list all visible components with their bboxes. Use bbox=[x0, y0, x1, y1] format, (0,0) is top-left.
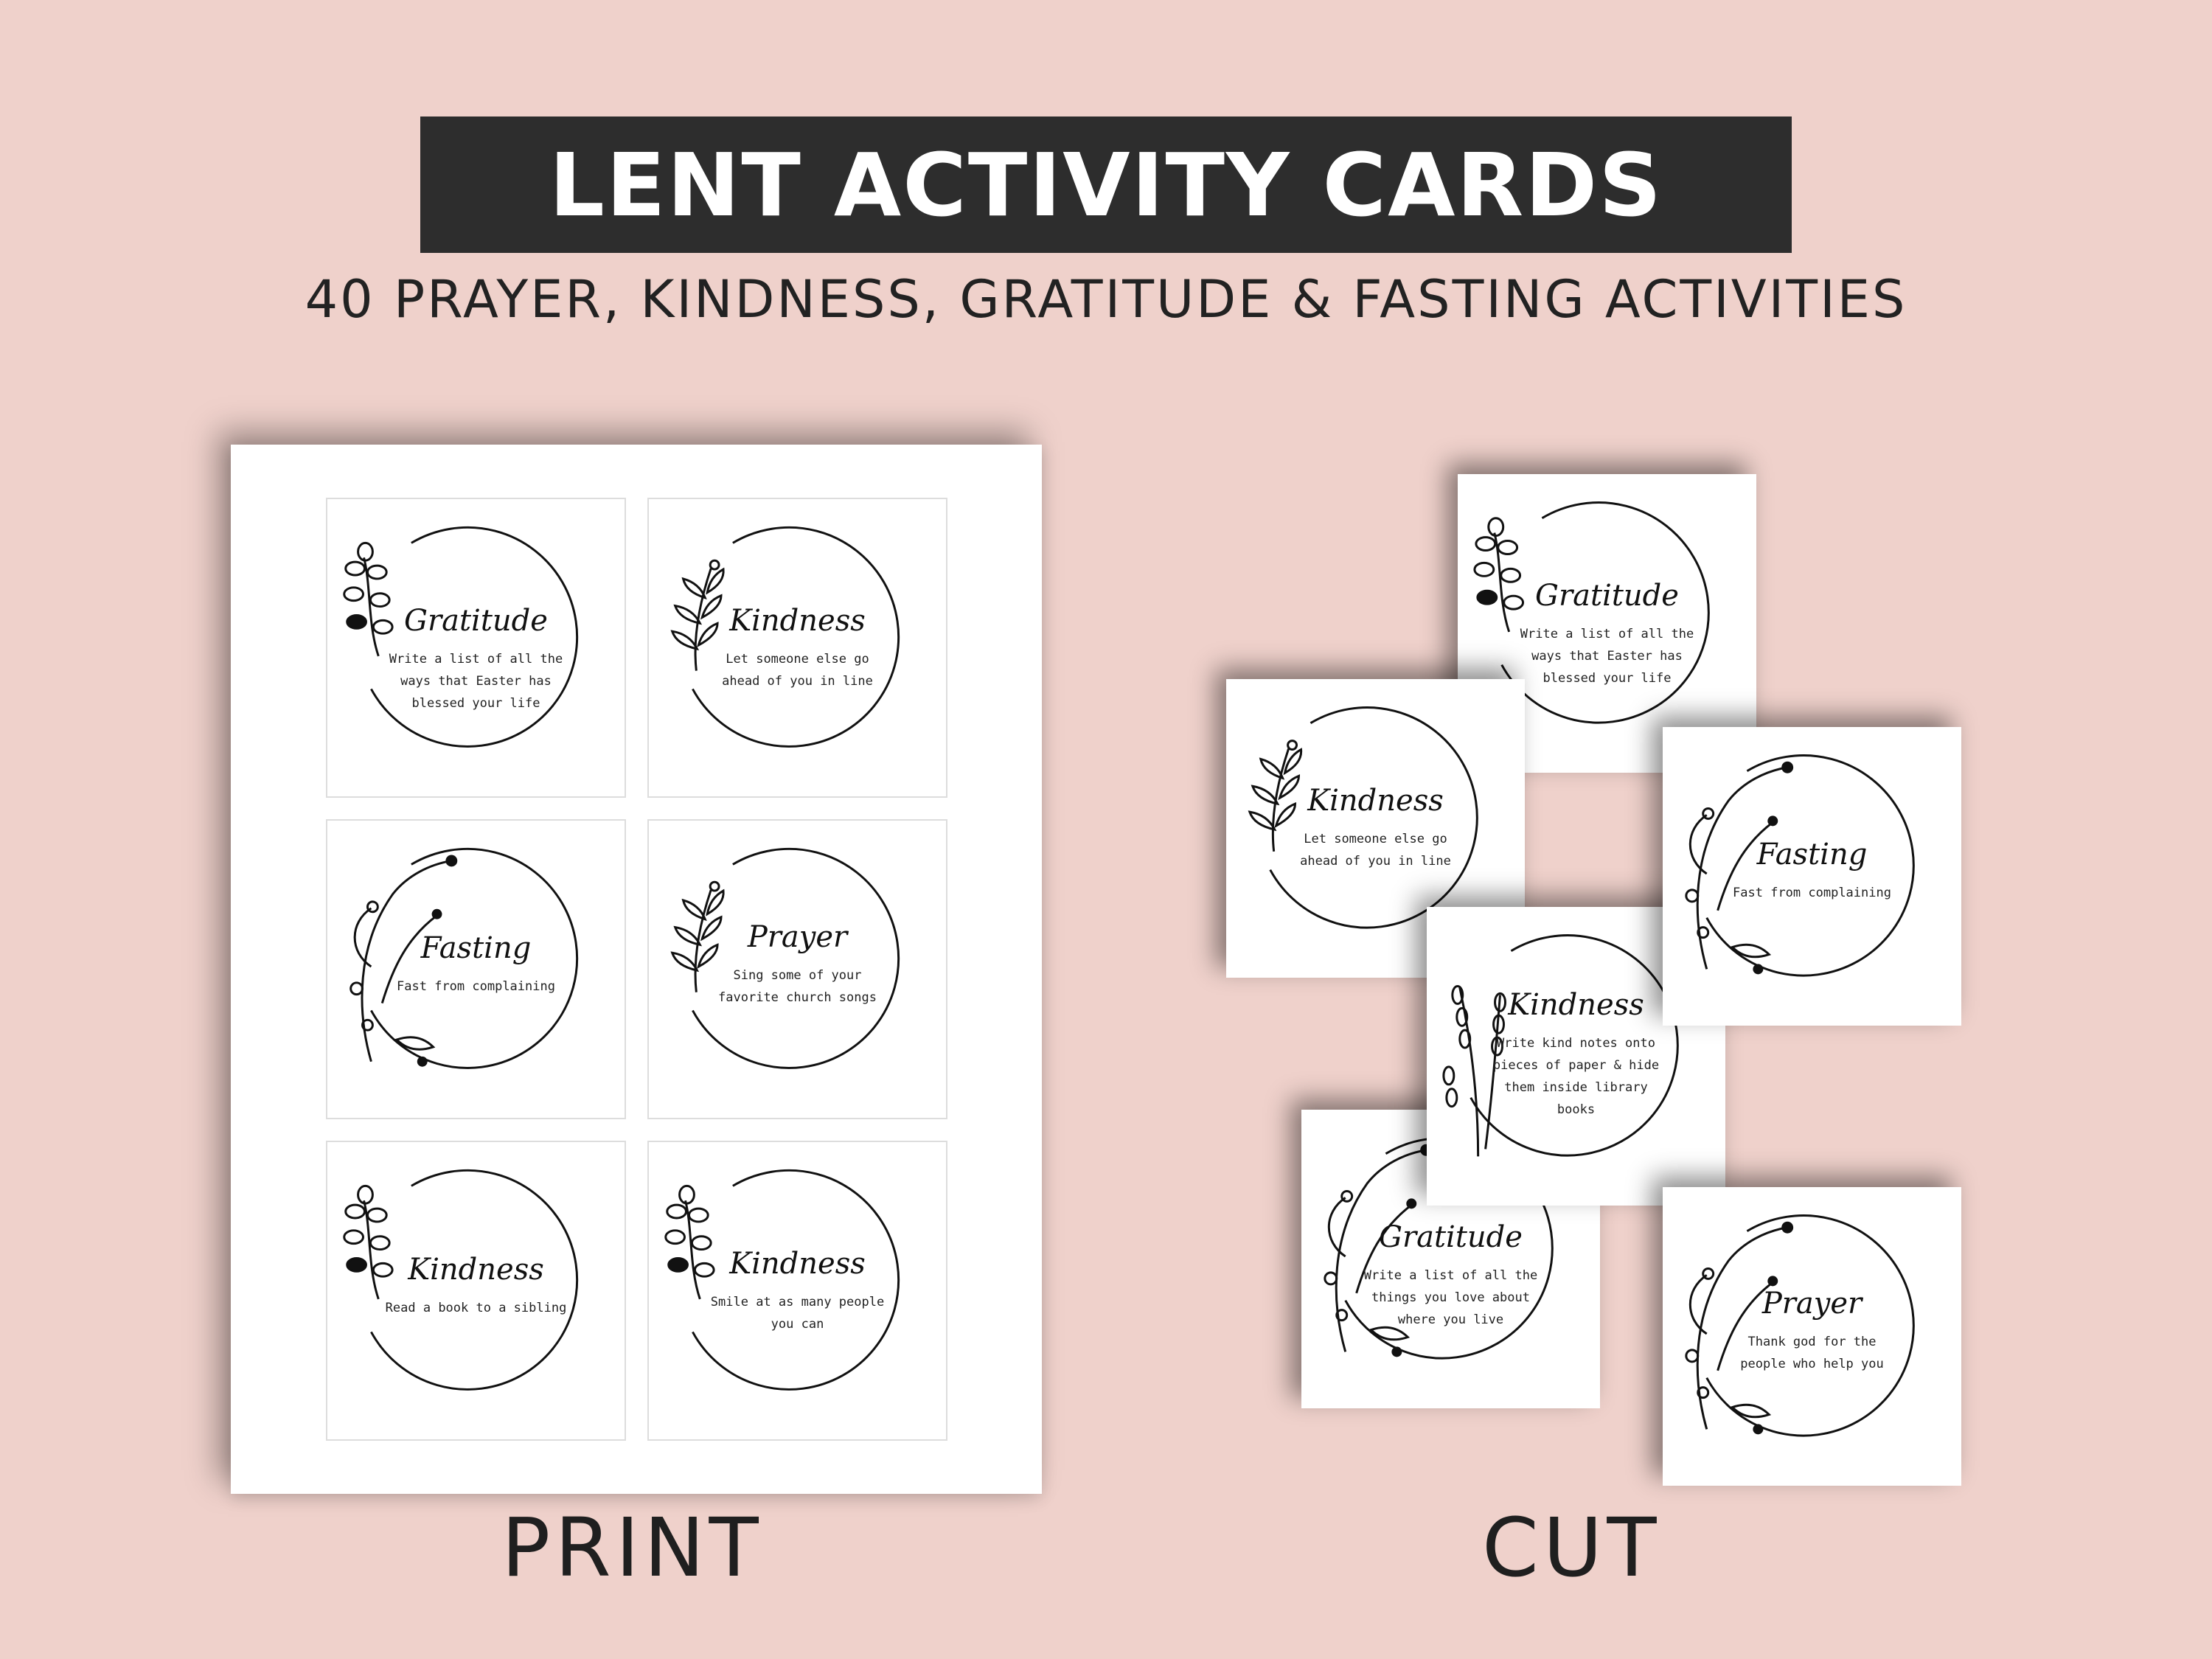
card-text: Fast from complaining bbox=[1733, 886, 1891, 900]
print-card: Gratitude Write a list of all the ways t… bbox=[326, 498, 626, 798]
print-card: Fasting Fast from complaining bbox=[326, 819, 626, 1119]
cut-card: Fasting Fast from complaining bbox=[1663, 727, 1961, 1026]
card-text: Write kind notes onto pieces of paper & … bbox=[1492, 1036, 1660, 1117]
card-title: Fasting bbox=[420, 931, 532, 965]
card-text: Write a list of all the ways that Easter… bbox=[389, 652, 563, 711]
card-title: Kindness bbox=[729, 604, 866, 638]
card-text: Write a list of all the ways that Easter… bbox=[1520, 627, 1694, 686]
card-title: Kindness bbox=[1307, 784, 1444, 818]
card-title: Fasting bbox=[1756, 838, 1868, 872]
card-text: Thank god for the people who help you bbox=[1740, 1335, 1884, 1371]
card-title: Kindness bbox=[729, 1247, 866, 1281]
page-subtitle: 40 PRAYER, KINDNESS, GRATITUDE & FASTING… bbox=[305, 269, 1907, 330]
card-title: Prayer bbox=[747, 920, 848, 954]
card-text: Write a list of all the things you love … bbox=[1363, 1268, 1538, 1327]
page-title: LENT ACTIVITY CARDS bbox=[549, 133, 1663, 236]
title-banner: LENT ACTIVITY CARDS bbox=[420, 116, 1792, 253]
print-card: Kindness Let someone else go ahead of yo… bbox=[647, 498, 947, 798]
print-sheet: Gratitude Write a list of all the ways t… bbox=[231, 445, 1042, 1494]
card-title: Gratitude bbox=[1535, 579, 1679, 613]
print-card: Kindness Smile at as many people you can bbox=[647, 1141, 947, 1441]
card-title: Kindness bbox=[1508, 988, 1644, 1022]
print-label: PRINT bbox=[501, 1500, 763, 1595]
cut-card: Prayer Thank god for the people who help… bbox=[1663, 1187, 1961, 1486]
card-text: Let someone else go ahead of you in line bbox=[722, 652, 873, 689]
card-text: Let someone else go ahead of you in line bbox=[1300, 832, 1451, 869]
print-card: Kindness Read a book to a sibling bbox=[326, 1141, 626, 1441]
card-text: Read a book to a sibling bbox=[385, 1301, 567, 1315]
cut-label: CUT bbox=[1482, 1500, 1661, 1595]
card-text: Fast from complaining bbox=[397, 979, 555, 994]
card-title: Gratitude bbox=[1379, 1220, 1523, 1254]
card-text: Smile at as many people you can bbox=[710, 1295, 885, 1332]
card-text: Sing some of your favorite church songs bbox=[718, 968, 877, 1005]
card-title: Prayer bbox=[1761, 1287, 1863, 1321]
card-title: Gratitude bbox=[404, 604, 548, 638]
card-title: Kindness bbox=[408, 1253, 544, 1287]
print-card: Prayer Sing some of your favorite church… bbox=[647, 819, 947, 1119]
